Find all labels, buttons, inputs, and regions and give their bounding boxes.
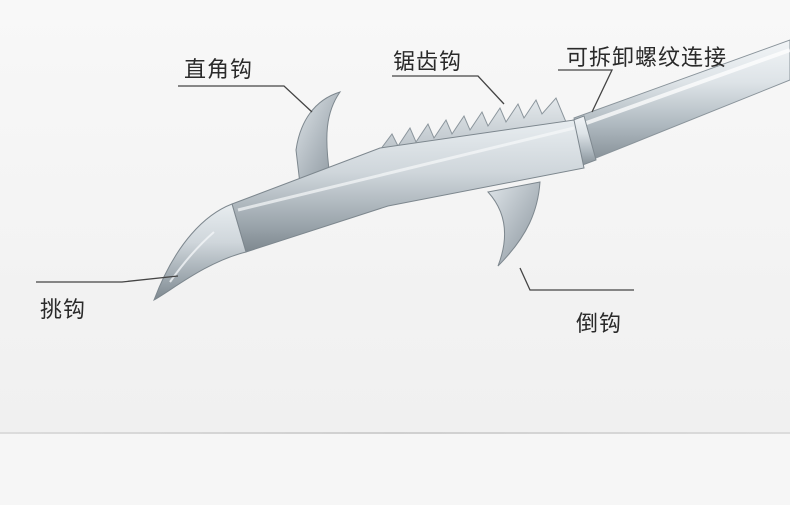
label-detachable-thread: 可拆卸螺纹连接 — [566, 46, 728, 71]
label-barb-hook: 倒钩 — [576, 312, 623, 337]
callout-lines — [36, 69, 634, 291]
label-right-angle-hook: 直角钩 — [184, 58, 254, 83]
label-sawtooth-hook: 锯齿钩 — [393, 50, 463, 75]
right-angle-hook-fin — [295, 91, 342, 185]
label-pick-hook: 挑钩 — [40, 298, 87, 323]
pick-hook-tip — [153, 203, 247, 302]
bottom-band — [0, 434, 790, 505]
section-divider — [0, 432, 790, 434]
barb-hook-fin — [487, 181, 541, 267]
